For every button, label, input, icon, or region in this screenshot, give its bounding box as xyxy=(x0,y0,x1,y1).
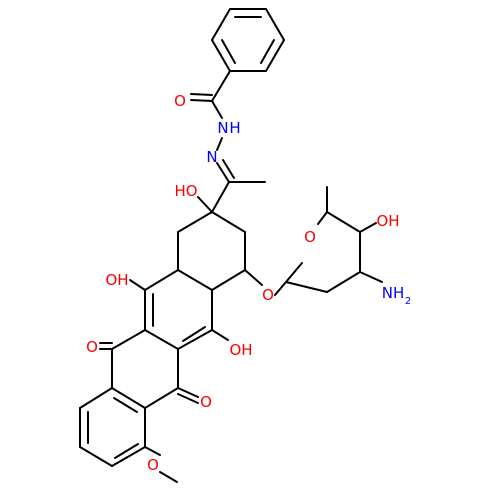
quinone-oxygen-top-label: O xyxy=(86,338,98,356)
glycosidic-oxygen-label: O xyxy=(262,286,274,304)
methoxy-oxygen-label: O xyxy=(147,456,159,474)
amide-hydrogen-label: H xyxy=(229,119,240,137)
hydrazone-nitrogen-label: N xyxy=(206,148,217,166)
amide-nitrogen-label: N xyxy=(217,119,228,137)
amine-subscript: 2 xyxy=(405,296,411,307)
bond-lines xyxy=(79,8,383,483)
sugar-ring-oxygen-label: O xyxy=(304,228,316,246)
quinone-oxygen-bottom-label: O xyxy=(200,393,212,411)
c9-hydroxyl-label: HO xyxy=(174,182,197,200)
amide-oxygen-label: O xyxy=(174,92,186,110)
amine-label: NH xyxy=(382,284,405,302)
c6-hydroxyl-label: OH xyxy=(229,341,252,359)
sugar-hydroxyl-label: OH xyxy=(376,212,399,230)
c11-hydroxyl-label: OH xyxy=(105,271,128,289)
atom-labels: O N H N HO O OH O NH 2 OH OH O O O xyxy=(86,92,411,474)
